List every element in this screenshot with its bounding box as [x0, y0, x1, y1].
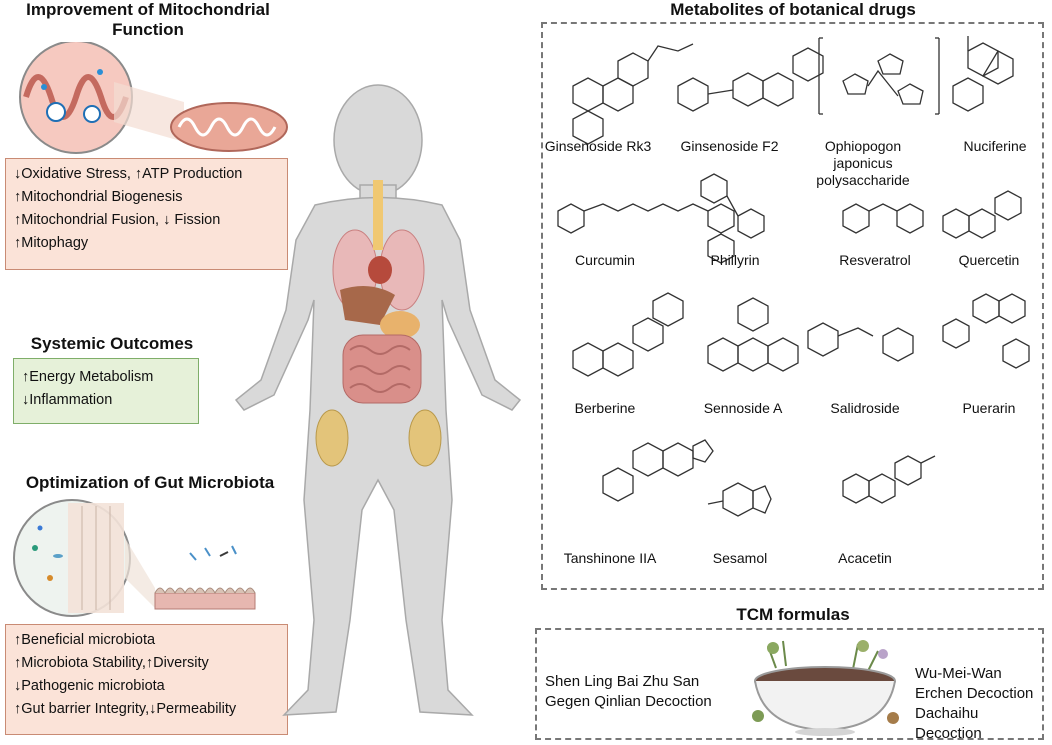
tcm-left-formulas: Shen Ling Bai Zhu San Gegen Qinlian Deco… [545, 672, 735, 712]
systemic-effects-box: ↑Energy Metabolism ↓Inflammation [13, 358, 199, 424]
compound-resveratrol: Resveratrol [839, 252, 911, 268]
gut-effect-2: ↑Microbiota Stability,↑Diversity [14, 655, 209, 671]
systemic-effect-1: ↑Energy Metabolism [22, 369, 154, 385]
compound-salidroside: Salidroside [830, 400, 900, 416]
compound-sennoside-a: Sennoside A [703, 400, 783, 416]
tcm-formula-gegen-qinlian: Gegen Qinlian Decoction [545, 693, 712, 710]
human-body-illustration [234, 84, 522, 716]
gut-effect-3: ↓Pathogenic microbiota [14, 678, 165, 694]
gut-effects-box: ↑Beneficial microbiota ↑Microbiota Stabi… [5, 624, 288, 735]
tcm-title: TCM formulas [736, 605, 850, 624]
metabolites-title: Metabolites of botanical drugs [670, 0, 916, 19]
structure-sesamol [707, 482, 772, 517]
gut-title: Optimization of Gut Microbiota [25, 473, 275, 492]
structure-resveratrol [842, 203, 924, 234]
tcm-right-formulas: Wu-Mei-Wan Erchen Decoction Dachaihu Dec… [915, 664, 1040, 744]
structure-ginsenoside-f2 [677, 47, 824, 112]
compound-tanshinone-iia: Tanshinone IIA [563, 550, 657, 566]
compound-curcumin: Curcumin [575, 252, 635, 268]
structure-nuciferine [952, 36, 1014, 112]
compound-phillyrin: Phillyrin [710, 252, 760, 268]
structure-curcumin [557, 203, 735, 234]
herbal-bowl-illustration [752, 640, 899, 736]
gut-effect-1: ↑Beneficial microbiota [14, 632, 156, 648]
mito-title: Improvement of Mitochondrial Function [26, 0, 270, 39]
compound-quercetin: Quercetin [958, 252, 1020, 268]
mito-effect-1: ↓Oxidative Stress, ↑ATP Production [14, 166, 243, 182]
structure-puerarin [942, 293, 1030, 369]
compound-berberine: Berberine [574, 400, 636, 416]
structure-berberine [572, 292, 684, 377]
compound-ophiopogon-polysaccharide: Ophiopogon japonicus polysaccharide [816, 138, 910, 188]
compound-nuciferine: Nuciferine [963, 138, 1027, 154]
systemic-effect-2: ↓Inflammation [22, 392, 113, 408]
compound-puerarin: Puerarin [962, 400, 1016, 416]
compound-sesamol: Sesamol [712, 550, 768, 566]
tcm-formula-shen-ling: Shen Ling Bai Zhu San [545, 673, 700, 690]
structure-acacetin [842, 455, 936, 504]
gut-microbiota-illustration [13, 499, 256, 617]
mito-effects-box: ↓Oxidative Stress, ↑ATP Production ↑Mito… [5, 158, 288, 270]
tcm-panel [535, 628, 1044, 740]
mito-effect-2: ↑Mitochondrial Biogenesis [14, 189, 183, 205]
structure-ginsenoside-rk3 [572, 43, 694, 145]
compound-acacetin: Acacetin [838, 550, 892, 566]
chemical-structures [557, 36, 1030, 517]
structure-phillyrin [700, 173, 765, 264]
tcm-formula-wu-mei-wan: Wu-Mei-Wan [915, 665, 1002, 682]
tcm-formula-dachaihu: Dachaihu Decoction [915, 705, 982, 742]
structure-ophiopogon-polysaccharide [818, 37, 940, 115]
structure-salidroside [807, 322, 914, 362]
compound-ginsenoside-rk3: Ginsenoside Rk3 [544, 138, 652, 154]
tcm-formula-erchen: Erchen Decoction [915, 685, 1034, 702]
gut-effect-4: ↑Gut barrier Integrity,↓Permeability [14, 701, 237, 717]
mito-effect-3: ↑Mitochondrial Fusion, ↓ Fission [14, 212, 221, 228]
structure-quercetin [942, 190, 1022, 239]
mito-effect-4: ↑Mitophagy [14, 235, 89, 251]
mitochondria-illustration [19, 42, 288, 154]
structure-sennoside-a [707, 297, 799, 372]
structure-tanshinone-iia [602, 439, 714, 502]
compound-ginsenoside-f2: Ginsenoside F2 [680, 138, 779, 154]
metabolites-panel [541, 22, 1044, 590]
systemic-title: Systemic Outcomes [30, 334, 194, 353]
